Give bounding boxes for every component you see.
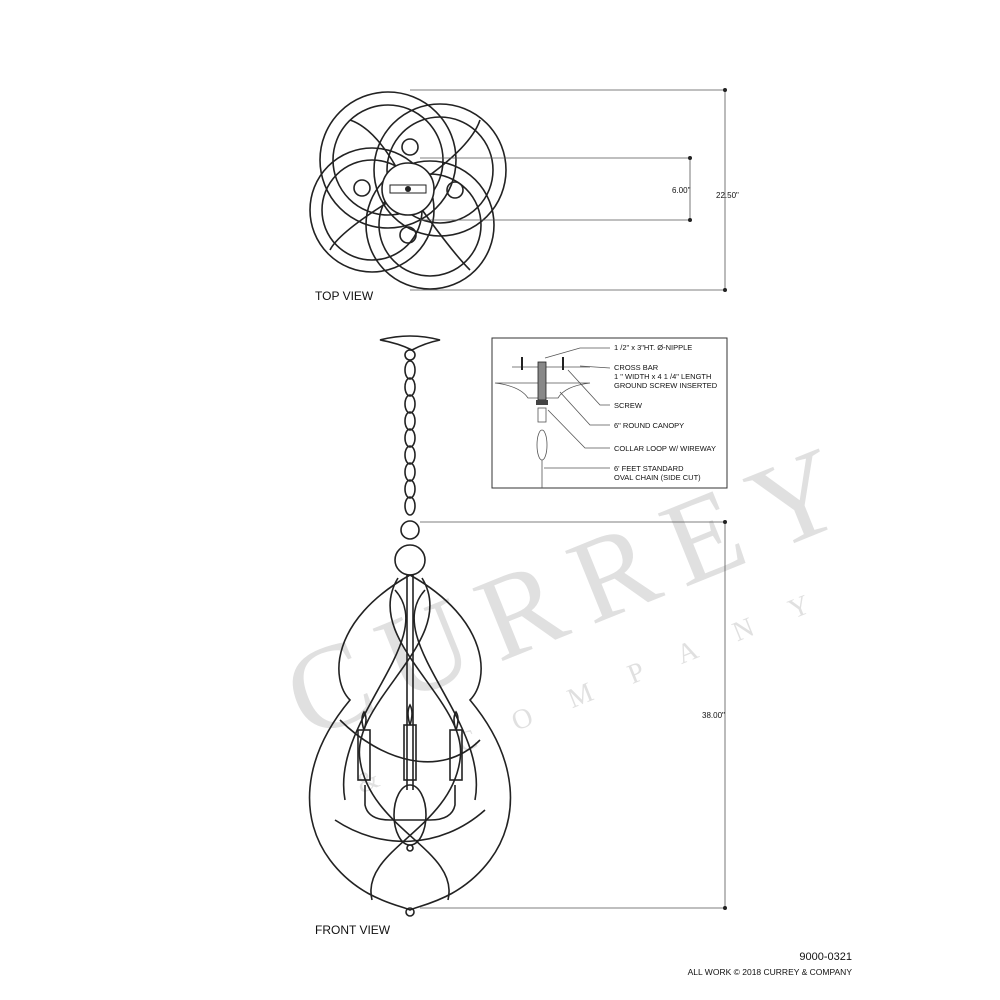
copyright: ALL WORK © 2018 CURREY & COMPANY: [688, 967, 853, 977]
detail-callouts: 1 /2" x 3"HT. Ø-NIPPLE CROSS BAR 1 " WID…: [614, 343, 718, 482]
chain-link: [404, 411, 416, 431]
front-view-label: FRONT VIEW: [315, 923, 391, 937]
chain-link: [404, 377, 416, 397]
dim-22-5in: 22.50": [716, 191, 739, 200]
mounting-detail: [491, 337, 728, 489]
svg-text:6" ROUND CANOPY: 6" ROUND CANOPY: [614, 421, 684, 430]
chain-link: [404, 462, 416, 482]
top-view-label: TOP VIEW: [315, 289, 374, 303]
chain-link: [404, 428, 416, 448]
svg-text:COLLAR LOOP W/ WIREWAY: COLLAR LOOP W/ WIREWAY: [614, 444, 716, 453]
svg-text:6' FEET STANDARD: 6' FEET STANDARD: [614, 464, 684, 473]
front-view-dimensions: [420, 520, 727, 910]
chain-link: [404, 394, 416, 414]
dim-38in: 38.00": [702, 711, 725, 720]
front-view-drawing: [308, 335, 512, 917]
svg-text:1 /2" x 3"HT. Ø-NIPPLE: 1 /2" x 3"HT. Ø-NIPPLE: [614, 343, 692, 352]
svg-text:CROSS BAR: CROSS BAR: [614, 363, 659, 372]
svg-text:SCREW: SCREW: [614, 401, 643, 410]
top-view-dimensions: [410, 88, 727, 292]
dim-6in: 6.00": [672, 186, 691, 195]
chain-link: [404, 496, 416, 516]
chain-link: [404, 445, 416, 465]
chain-link: [404, 360, 416, 380]
chain: [404, 360, 416, 516]
svg-text:1 " WIDTH x 4 1 /4" LENGTH: 1 " WIDTH x 4 1 /4" LENGTH: [614, 372, 711, 381]
svg-text:OVAL CHAIN (SIDE CUT): OVAL CHAIN (SIDE CUT): [614, 473, 701, 482]
chain-link: [404, 479, 416, 499]
svg-text:GROUND SCREW INSERTED: GROUND SCREW INSERTED: [614, 381, 718, 390]
item-number: 9000-0321: [799, 951, 852, 963]
top-view-drawing: [309, 91, 507, 290]
